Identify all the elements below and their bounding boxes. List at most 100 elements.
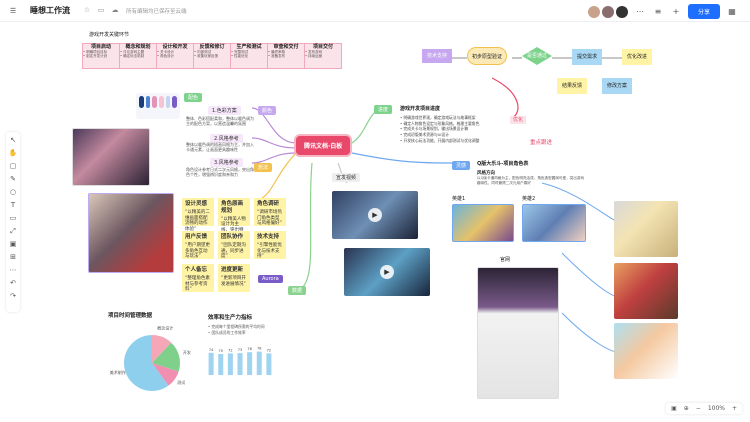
cloud-icon: ☁ [111, 5, 119, 14]
whiteboard-canvas[interactable]: 游戏开发关键环节 项目启动 • 明确项目目标 • 制定开发计划 概念和规划 • … [22, 23, 750, 422]
branch-ideas[interactable]: 想法 [254, 163, 273, 172]
branch-color-plan[interactable]: 1.色彩方案 [208, 106, 241, 115]
flow-step-label: 项目启动 [90, 44, 111, 50]
fit-icon[interactable]: ⊕ [683, 405, 689, 412]
sticky-note[interactable]: 进度更新“更新项目开发进展情况” [218, 264, 250, 292]
flow-step[interactable]: 审查和交付 • 最终审核 • 准备发布 [267, 43, 305, 69]
undo-icon[interactable]: ↶ [10, 279, 16, 287]
branch-inspiration[interactable]: 灵感 [452, 161, 471, 170]
branch-ref1[interactable]: 2.风格参考 [210, 134, 243, 143]
hero2-image[interactable] [522, 204, 586, 242]
sticky-note[interactable]: 角色调研“调研市场热门角色类型与风格偏好” [254, 198, 286, 226]
swatch [145, 96, 151, 108]
play-icon[interactable]: ▶ [368, 208, 382, 222]
flow-step[interactable]: 概念和规划 • 讨论游戏主题 • 确定玩法机制 [119, 43, 157, 69]
folder-icon[interactable]: ▭ [97, 5, 105, 14]
branch-data[interactable]: 数据 [288, 286, 307, 295]
video-thumbnail[interactable]: ▶ [344, 248, 430, 296]
website-screenshot[interactable] [477, 267, 559, 399]
play-icon[interactable]: ▶ [380, 265, 394, 279]
role-section: Q版大乐斗-项目角色表 风格方向 以Q版卡通风格为主，配色明亮活泼，角色造型圆润… [477, 160, 587, 190]
flow-step-line: • 明确项目目标 [83, 50, 108, 54]
todo-item[interactable]: • 确定人物角色设定与形象风格，梳理主要角色 [400, 120, 480, 126]
todo-item[interactable]: • 开发核心玩法功能，开展内部测试与优化调整 [400, 137, 480, 143]
redo-icon[interactable]: ↷ [10, 292, 16, 300]
flow-step-label: 项目交付 [312, 44, 333, 50]
pie-label: 开发 [183, 349, 191, 355]
frame-icon[interactable]: ▢ [9, 162, 17, 170]
branch-color[interactable]: 颜色 [258, 106, 277, 115]
flow-step[interactable]: 反馈和修订 • 内部测试 • 收集玩家反馈 [193, 43, 231, 69]
star-icon[interactable]: ☆ [83, 5, 91, 14]
flow-step-line: • 最终审核 [268, 50, 286, 54]
zoom-in-icon[interactable]: + [731, 405, 737, 412]
video-thumbnail[interactable]: ▶ [332, 191, 418, 239]
character-image[interactable] [614, 323, 678, 379]
zoom-level[interactable]: 100% [707, 405, 725, 412]
list-icon[interactable]: ≡ [654, 7, 662, 16]
sticky-title: 角色原画规划 [221, 201, 244, 214]
sticky-note[interactable]: 个人备忘“整理角色素材与参考资料” [182, 264, 214, 292]
document-title[interactable]: 睡想工作流 [30, 6, 70, 15]
branch-video[interactable]: 宣发视频 [332, 173, 361, 182]
share-button[interactable]: 分享 [687, 4, 720, 19]
flow-node[interactable]: 结果反馈 [557, 78, 587, 94]
branch-ref2[interactable]: 3.风格参考 [210, 158, 243, 167]
pen-icon[interactable]: ✎ [10, 175, 16, 183]
hand-icon[interactable]: ✋ [8, 149, 18, 157]
flow-node[interactable]: 优化改进 [622, 49, 652, 65]
pie-label: 测试 [177, 379, 185, 385]
bar [266, 353, 272, 375]
flow-node[interactable]: 初步原型验证 [467, 47, 507, 65]
sticky-note[interactable]: 用户反馈“用户期望更多角色互动与玩法” [182, 231, 214, 259]
connector-icon[interactable]: ⤢ [10, 227, 16, 235]
character-image[interactable] [88, 193, 174, 273]
flow-node[interactable]: 技术支持 [422, 49, 452, 63]
todo-item[interactable]: • 完成关卡与场景规划，输出场景设计稿 [400, 126, 468, 132]
flow-node[interactable]: 是否通过 [522, 47, 552, 65]
todo-item[interactable]: • 明确游戏世界观，确定游戏玩法与故事框架 [400, 115, 476, 120]
flow-step[interactable]: 设计和开发 • 关卡设计 • 角色设计 [156, 43, 194, 69]
flow-step[interactable]: 项目交付 • 发布游戏 • 持续运营 [304, 43, 342, 69]
image-icon[interactable]: ▣ [9, 240, 17, 248]
menu-icon[interactable]: ☰ [9, 6, 17, 15]
more-icon[interactable]: ⋯ [635, 7, 644, 16]
sticky-title: 设计灵感 [185, 201, 208, 207]
pie-label: 概念设计 [157, 325, 173, 331]
avatar[interactable] [601, 5, 614, 18]
palette-tag[interactable]: 配色 [184, 93, 203, 102]
character-image[interactable] [614, 263, 678, 319]
avatar[interactable] [615, 5, 628, 18]
add-user-icon[interactable]: + [672, 7, 680, 16]
todo-item[interactable]: • 完成初版美术资源与UI设计 [400, 132, 450, 138]
map-icon[interactable]: ▣ [671, 405, 677, 412]
more-icon[interactable]: ⋯ [9, 266, 17, 274]
sticky-note[interactable]: 角色原画规划“以精美人物设计为主线，突出特点” [218, 198, 250, 239]
grid-icon[interactable]: ▦ [728, 7, 736, 16]
top-right-controls: ⋯ ≡ + 分享 ▦ [587, 4, 738, 19]
branch-progress[interactable]: 进度 [374, 105, 393, 114]
center-node[interactable]: 腾讯文档·白板 [296, 136, 351, 155]
zoom-out-icon[interactable]: − [695, 405, 701, 412]
flow-step[interactable]: 项目启动 • 明确项目目标 • 制定开发计划 [82, 43, 120, 69]
shape-icon[interactable]: ○ [9, 188, 17, 196]
sticky-icon[interactable]: ▭ [9, 214, 17, 222]
sticky-note[interactable]: 技术支持“引擎性能优化与技术支持” [254, 231, 286, 259]
avatar[interactable] [587, 5, 600, 18]
color-palette[interactable] [136, 93, 180, 119]
sticky-note[interactable]: 团队协作“团队定期沟通，同步进度” [218, 231, 250, 259]
reference-image[interactable] [72, 128, 150, 186]
character-image[interactable] [614, 201, 678, 257]
text-icon[interactable]: T [10, 201, 16, 209]
sticky-note[interactable]: 设计灵感“以精美的二维画面搭配流畅的动作体验” [182, 198, 214, 232]
flow-title: 游戏开发关键环节 [89, 32, 130, 38]
flow-node[interactable]: 修改方案 [602, 78, 632, 94]
pie-slice [152, 342, 180, 372]
hero1-image[interactable] [452, 204, 514, 242]
select-icon[interactable]: ↖ [10, 136, 16, 144]
flow-node[interactable]: 提交需求 [572, 49, 602, 65]
template-icon[interactable]: ⊞ [10, 253, 16, 261]
flow-step[interactable]: 生产和测试 • 完整测试 • 性能优化 [230, 43, 268, 69]
